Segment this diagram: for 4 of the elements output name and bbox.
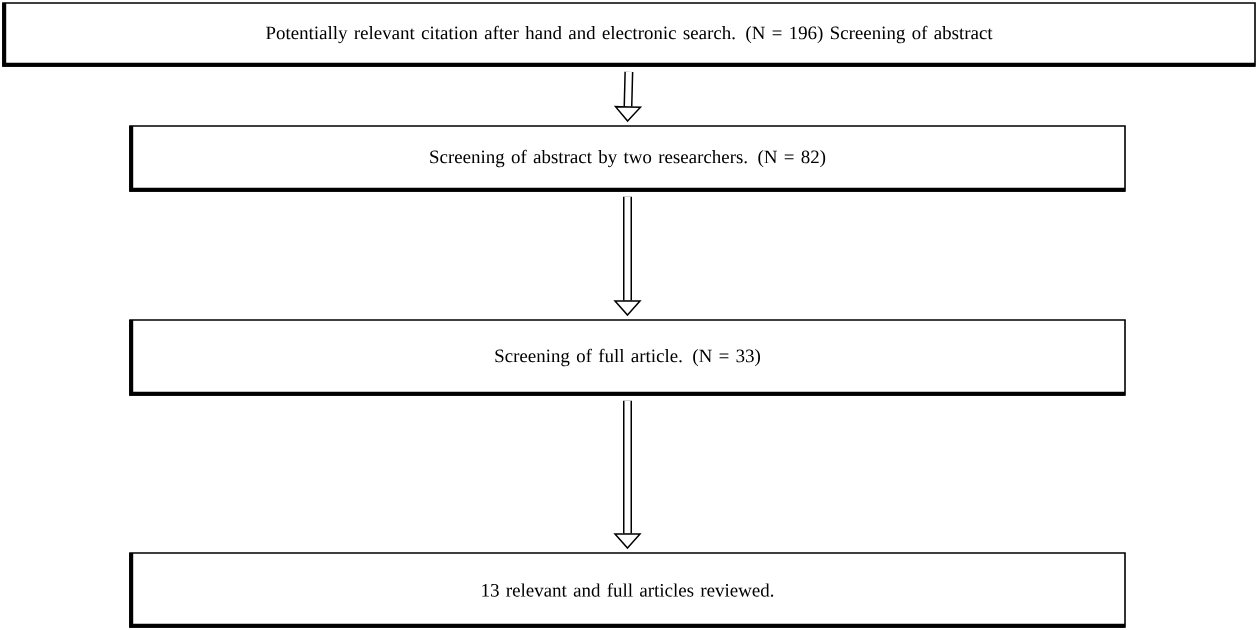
process-box: Screening of abstract by two researchers. (N = 82)	[129, 125, 1126, 192]
process-box: Potentially relevant citation after hand and electronic search. (N = 196) Screening of abstract	[2, 2, 1256, 67]
process-box: 13 relevant and full articles reviewed.	[129, 552, 1126, 628]
process-box: Screening of full article. (N = 33)	[129, 319, 1126, 396]
